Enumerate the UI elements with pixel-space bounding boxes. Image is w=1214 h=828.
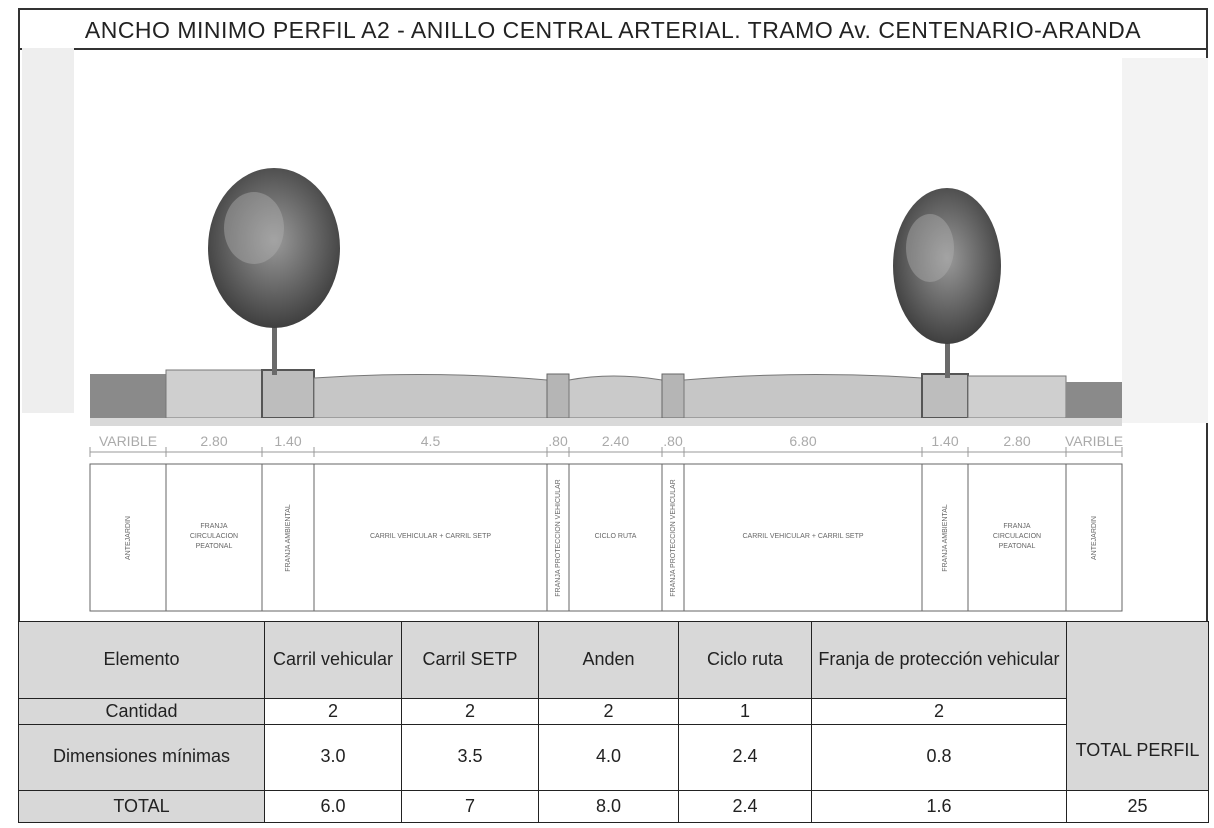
ground-section (90, 369, 1122, 426)
table-cell: 1.6 (811, 789, 1067, 824)
zone-label: CARRIL VEHICULAR + CARRIL SETP (370, 533, 491, 540)
right-tree-canopy-highlight (906, 214, 954, 282)
table-cell: 8.0 (538, 789, 679, 824)
zone-label: FRANJA PROTECCION VEHICULAR (555, 479, 562, 596)
zone-box (89, 463, 167, 612)
zone-label: ANTEJARDIN (1091, 516, 1098, 560)
header-franja-proteccion: Franja de protección vehicular (811, 620, 1067, 700)
zone-box (921, 463, 969, 612)
row-label: Dimensiones mínimas (18, 723, 265, 791)
left-sidewalk (165, 369, 263, 419)
left-tree-canopy-highlight (224, 192, 284, 264)
right-sidewalk (967, 375, 1067, 419)
table-cell: 3.0 (264, 723, 402, 791)
street-profile-drawing: VARIBLE 2.80 1.40 4.5 .80 2.40 .80 6.80 1.40 2.80… (22, 48, 1208, 612)
right-planter (921, 373, 969, 419)
table-row-dimensiones: Dimensiones mínimas 3.0 3.5 4.0 2.4 0.8 (18, 723, 1209, 791)
right-antejardin-ground (1066, 382, 1122, 418)
left-tree-canopy (208, 168, 340, 328)
right-tree-illustration (893, 188, 1001, 378)
header-carril-setp: Carril SETP (401, 620, 539, 700)
zone-label: CICLO RUTA (595, 533, 637, 540)
zone-label: CARRIL VEHICULAR + CARRIL SETP (742, 533, 863, 540)
table-cell: 2.4 (678, 789, 812, 824)
document-title: ANCHO MINIMO PERFIL A2 - ANILLO CENTRAL … (20, 10, 1206, 50)
dimension-label: 1.40 (274, 433, 301, 449)
dimension-label: 2.40 (602, 433, 629, 449)
left-separator (546, 373, 570, 419)
dimension-label: 1.40 (931, 433, 958, 449)
left-tree-illustration (208, 168, 340, 375)
zone-box (568, 463, 663, 612)
zone-box (683, 463, 923, 612)
table-cell: 2 (811, 698, 1067, 725)
left-planter (261, 369, 315, 419)
zone-box (313, 463, 548, 612)
table-cell: 6.0 (264, 789, 402, 824)
dimension-label: 2.80 (200, 433, 227, 449)
left-roadway (313, 373, 548, 419)
left-antejardin-ground (90, 374, 166, 418)
dimension-label: .80 (548, 433, 568, 449)
table-cell: 2 (401, 698, 539, 725)
zone-box (1065, 463, 1123, 612)
table-row-total: TOTAL 6.0 7 8.0 2.4 1.6 25 (18, 789, 1209, 824)
dimension-label: 4.5 (421, 433, 441, 449)
right-tree-canopy (893, 188, 1001, 344)
row-label: TOTAL (18, 789, 265, 824)
header-anden: Anden (538, 620, 679, 700)
dimension-label: 6.80 (789, 433, 816, 449)
table-cell: 0.8 (811, 723, 1067, 791)
zone-box (967, 463, 1067, 612)
zone-label: FRANJA AMBIENTAL (942, 504, 949, 572)
total-perfil-value: 25 (1066, 789, 1209, 824)
right-separator (661, 373, 685, 419)
dimension-label: VARIBLE (1065, 433, 1123, 449)
subgrade (90, 418, 1122, 426)
dimension-labels: VARIBLE 2.80 1.40 4.5 .80 2.40 .80 6.80 1.40 2.80… (89, 433, 1123, 457)
dimension-label: 2.80 (1003, 433, 1030, 449)
right-roadway (683, 373, 923, 419)
header-total-perfil: TOTAL PERFIL (1066, 621, 1209, 791)
bike-lane-surface (568, 375, 663, 419)
table-cell: 2.4 (678, 723, 812, 791)
table-cell: 3.5 (401, 723, 539, 791)
right-building-block (1122, 58, 1208, 423)
header-row: Elemento Carril vehicular Carril SETP An… (18, 620, 1209, 791)
dimension-label: .80 (663, 433, 683, 449)
header-element: Elemento (18, 620, 265, 700)
zone-label: ANTEJARDIN (125, 516, 132, 560)
zone-label: FRANJA AMBIENTAL (285, 504, 292, 572)
table-cell: 2 (538, 698, 679, 725)
table-cell: 7 (401, 789, 539, 824)
table-cell: 1 (678, 698, 812, 725)
header-carril-vehicular: Carril vehicular (264, 620, 402, 700)
summary-table: Elemento Carril vehicular Carril SETP An… (18, 620, 1209, 824)
header-ciclo-ruta: Ciclo ruta (678, 620, 812, 700)
table-row-cantidad: Cantidad 2 2 2 1 2 (18, 698, 1209, 725)
table-cell: 4.0 (538, 723, 679, 791)
row-label: Cantidad (18, 698, 265, 725)
left-building-block (22, 48, 74, 413)
zone-box (165, 463, 263, 612)
zone-label: FRANJA PROTECCION VEHICULAR (670, 479, 677, 596)
table-cell: 2 (264, 698, 402, 725)
dimension-label: VARIBLE (99, 433, 157, 449)
